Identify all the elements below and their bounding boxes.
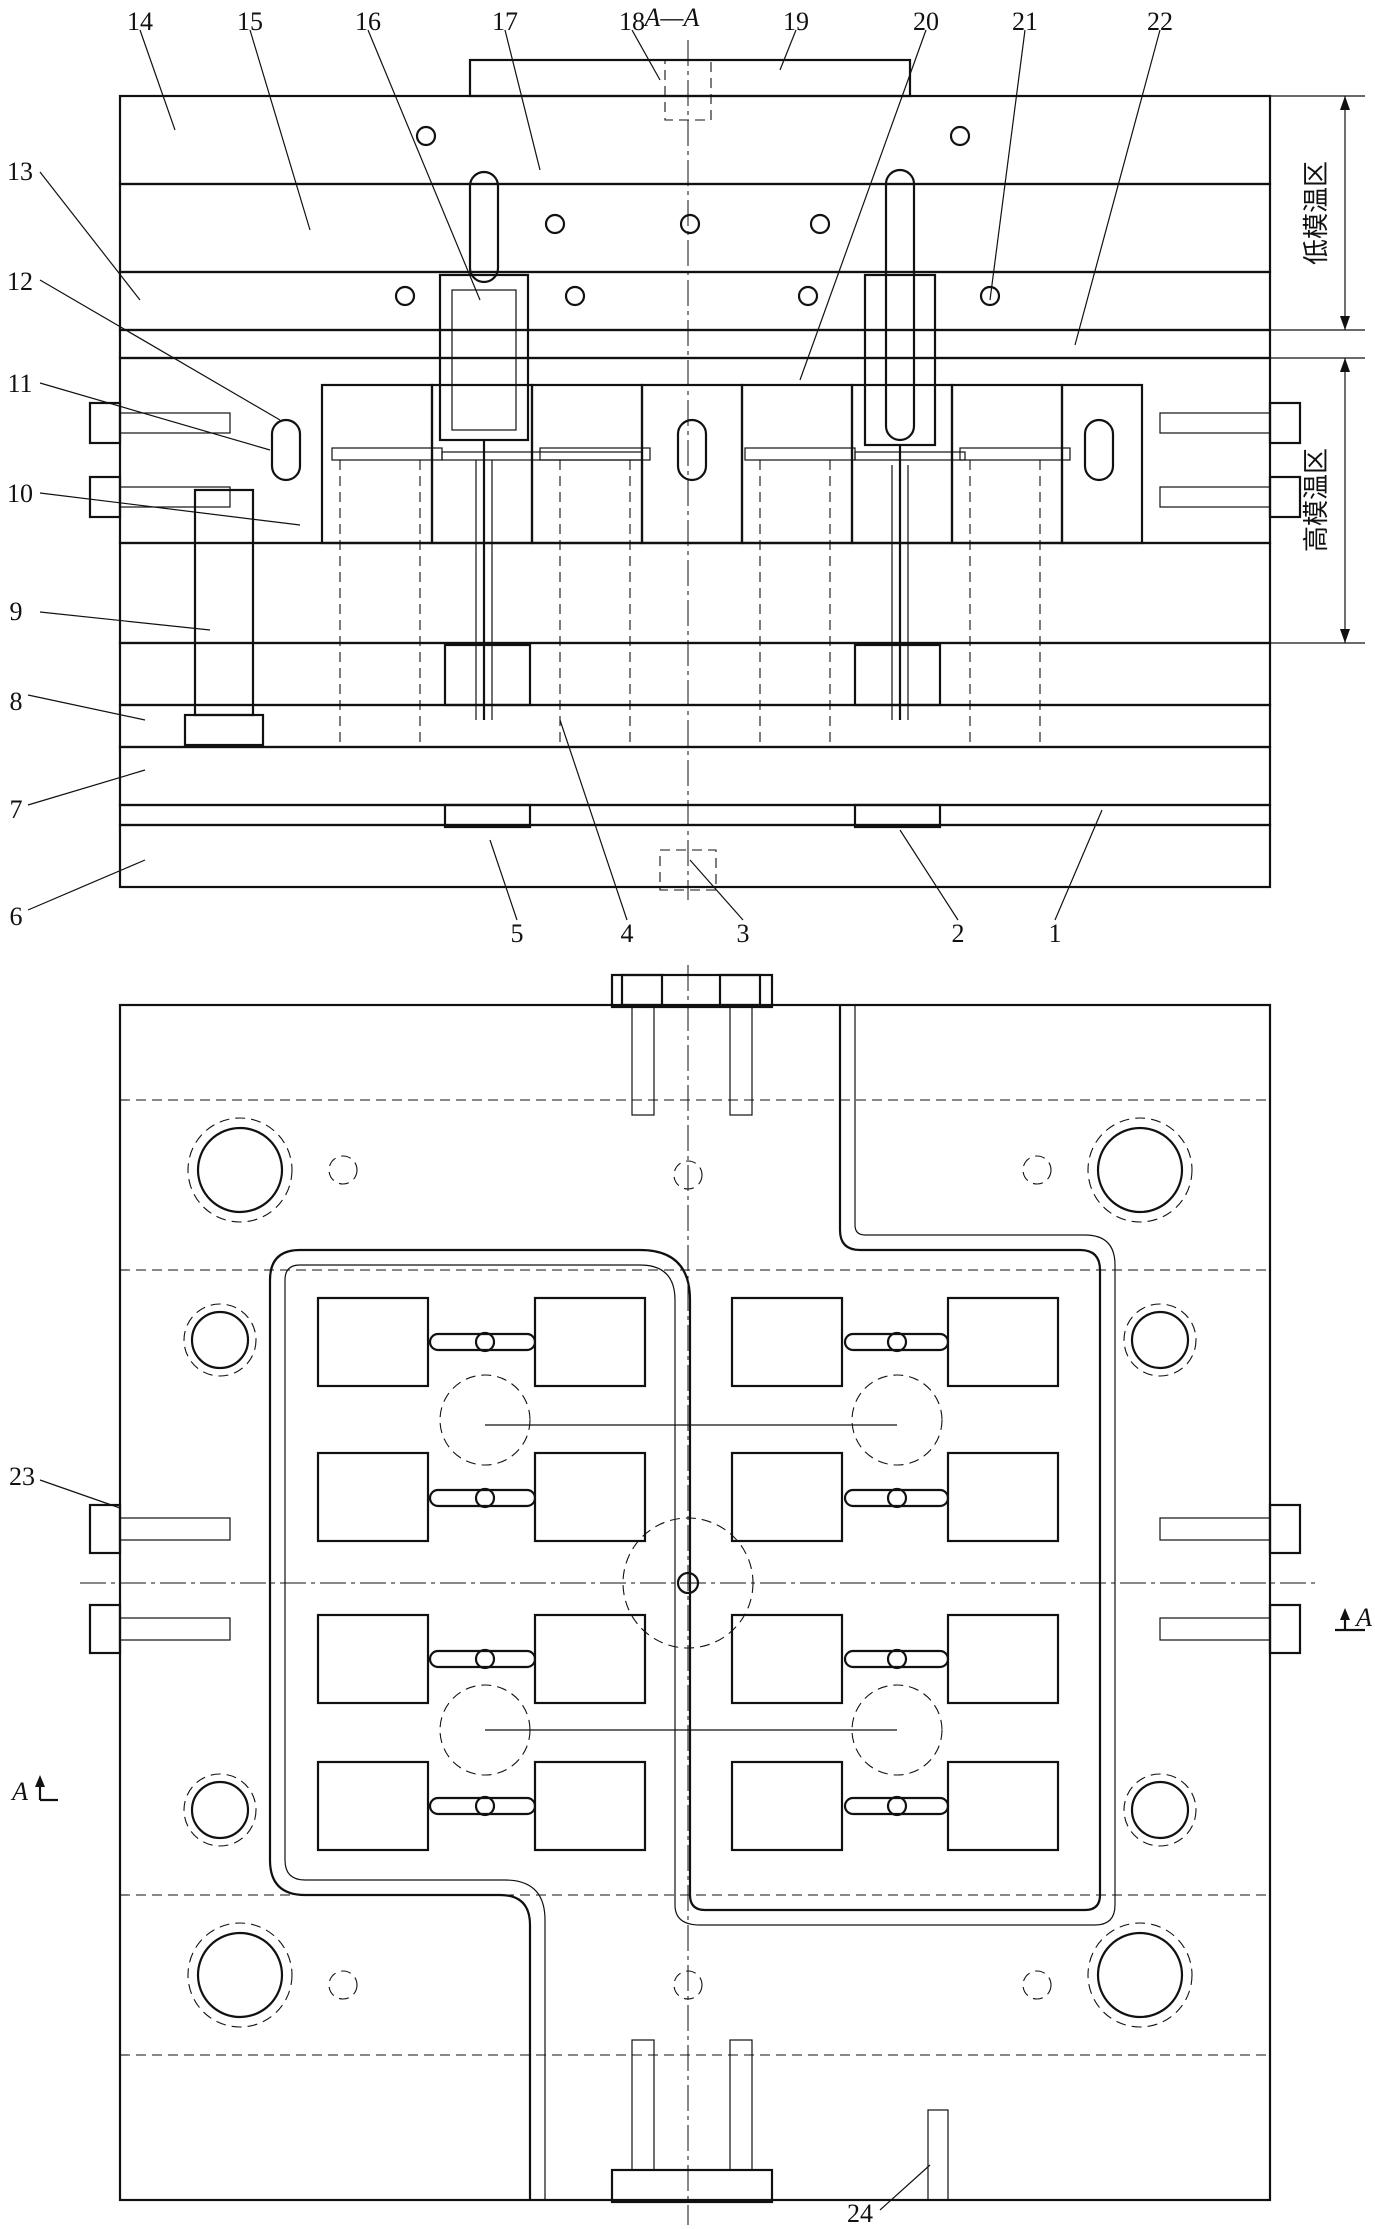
leader-lines — [27, 29, 1161, 2211]
stop-left — [443, 803, 532, 829]
part-number-labels: 1 2 3 4 5 6 7 8 9 10 11 12 13 14 15 16 1… — [7, 7, 1173, 2228]
high-temp-zone-label: 高模温区 — [1302, 448, 1332, 552]
section-title: A—A — [643, 3, 700, 32]
ejector-retainer-plate — [118, 703, 1272, 749]
stop-right — [853, 803, 942, 829]
part-label-3: 3 — [737, 919, 750, 948]
part-label-23: 23 — [9, 1462, 35, 1491]
part-label-21: 21 — [1012, 7, 1038, 36]
molded-parts — [331, 447, 1071, 461]
part-label-2: 2 — [952, 919, 965, 948]
ejector-space — [118, 641, 1272, 707]
bottom-clamp-plate — [118, 823, 1272, 889]
cavity-grid — [316, 1296, 1060, 1852]
part-label-17: 17 — [492, 7, 518, 36]
part-label-19: 19 — [783, 7, 809, 36]
plate-21 — [118, 270, 1272, 332]
part-label-1: 1 — [1049, 919, 1062, 948]
part-label-5: 5 — [511, 919, 524, 948]
hot-sprue-bushing-left — [438, 170, 530, 720]
insulation-plate — [118, 328, 1272, 360]
plan-view: A A — [10, 965, 1372, 2225]
part-label-13: 13 — [7, 157, 33, 186]
ejector-plate — [118, 745, 1272, 807]
core-plate — [118, 541, 1272, 645]
cavity-inserts — [320, 383, 1144, 545]
part-label-14: 14 — [127, 7, 153, 36]
part-label-8: 8 — [10, 687, 23, 716]
support-left — [443, 643, 532, 707]
part-label-9: 9 — [10, 597, 23, 626]
part-label-16: 16 — [355, 7, 381, 36]
cooling-channels — [394, 125, 1001, 307]
plate-15 — [118, 182, 1272, 274]
guide-pillar-holes — [183, 1117, 1197, 2028]
low-temp-zone-label: 低模温区 — [1302, 161, 1332, 265]
part-label-6: 6 — [10, 902, 23, 931]
heating-elements — [270, 418, 1115, 482]
support-right — [853, 643, 942, 707]
part-label-22: 22 — [1147, 7, 1173, 36]
section-view: A—A — [88, 3, 1365, 900]
part-label-10: 10 — [7, 479, 33, 508]
water-fittings-plan — [88, 973, 1302, 2204]
part-label-7: 7 — [10, 795, 23, 824]
part-label-24: 24 — [847, 2199, 873, 2228]
mold-outline — [118, 1003, 1272, 2202]
water-fittings-section — [88, 401, 1302, 519]
section-mark-right: A — [1354, 1603, 1372, 1632]
hot-nozzle-right — [863, 168, 937, 720]
part-label-15: 15 — [237, 7, 263, 36]
part-label-20: 20 — [913, 7, 939, 36]
part-label-12: 12 — [7, 267, 33, 296]
part-label-11: 11 — [7, 369, 32, 398]
runners — [428, 1331, 950, 1817]
locating-ring — [468, 58, 912, 98]
part-label-4: 4 — [621, 919, 634, 948]
section-mark-left: A — [10, 1777, 28, 1806]
zone-brackets — [1270, 95, 1365, 644]
central-axis — [659, 40, 717, 900]
part-label-18: 18 — [619, 7, 645, 36]
guide-pillar — [183, 488, 265, 747]
cooling-channel-loop — [268, 1005, 1116, 2200]
section-marks — [35, 1608, 1365, 1802]
